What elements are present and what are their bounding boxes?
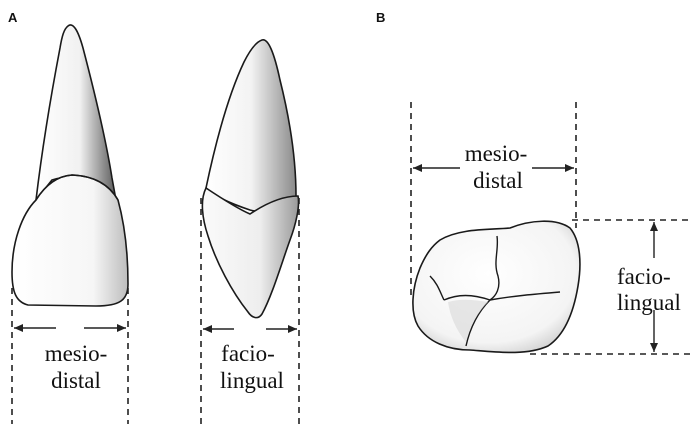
- molar-top-label-line2: distal: [473, 168, 523, 193]
- panel-b-letter: B: [376, 10, 385, 25]
- tooth-proximal-view: [202, 40, 298, 318]
- incisor-label-line2: distal: [51, 368, 101, 393]
- molar-side-label-line2: lingual: [617, 290, 681, 315]
- molar-side-label-line1: facio-: [617, 264, 671, 289]
- incisor-crown: [12, 175, 128, 306]
- incisor-arrowhead-left: [14, 324, 23, 332]
- molar-top-label-line1: mesio-: [465, 141, 528, 166]
- side-arrowhead-right: [288, 325, 297, 333]
- molar-top-arrowhead-left: [413, 164, 422, 172]
- molar-top-arrowhead-right: [565, 164, 574, 172]
- molar-side-arrowhead-bottom: [650, 343, 658, 352]
- side-label-line1: facio-: [221, 341, 275, 366]
- side-arrowhead-left: [203, 325, 212, 333]
- incisor-facial-view: [12, 25, 128, 306]
- incisor-label-line1: mesio-: [45, 341, 108, 366]
- molar-occlusal-view: [413, 221, 580, 352]
- molar-side-arrowhead-top: [650, 222, 658, 231]
- panel-a-letter: A: [8, 10, 18, 25]
- incisor-arrowhead-right: [117, 324, 126, 332]
- side-label-line2: lingual: [220, 368, 284, 393]
- panel-a: A mesio- distal: [8, 10, 299, 424]
- incisor-mesiodistal-dimension: mesio- distal: [12, 288, 128, 424]
- panel-b: B mesio- distal: [376, 10, 691, 354]
- incisor-root: [36, 25, 116, 200]
- side-root: [206, 40, 296, 212]
